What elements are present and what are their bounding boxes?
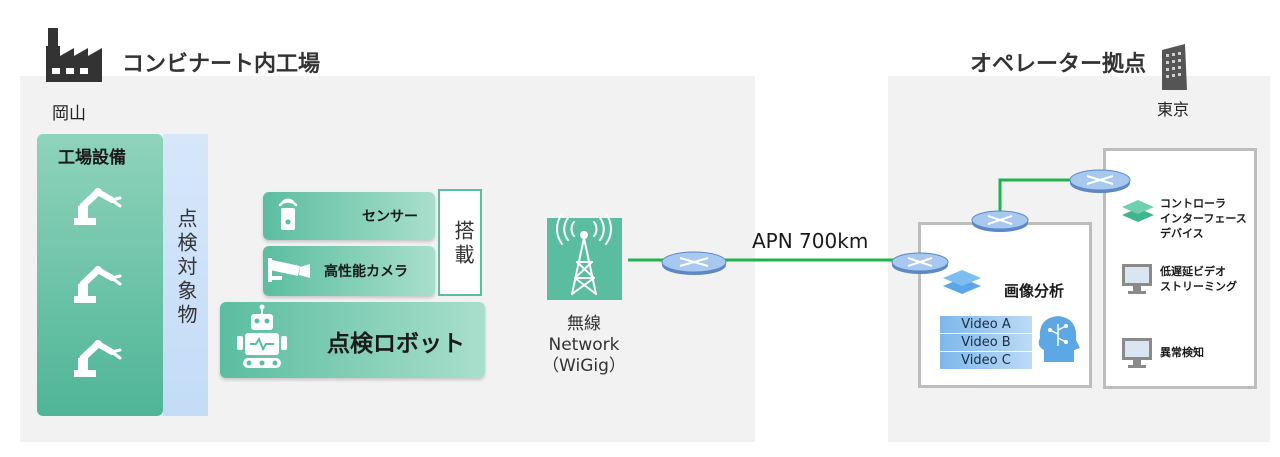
anomaly-label: 異常検知 — [1160, 346, 1204, 359]
inspection-target-label: 点検対象物 — [174, 208, 198, 328]
tower-label-line1: 無線 — [567, 314, 601, 334]
factory-location: 岡山 — [52, 104, 86, 124]
camera-label: 高性能カメラ — [324, 264, 408, 280]
video-c-bar: Video C — [940, 352, 1032, 369]
controller-label-line2: インターフェース — [1160, 212, 1247, 225]
controller-label-line1: コントローラ — [1160, 197, 1226, 210]
operator-title: オペレーター拠点 — [970, 52, 1147, 77]
tower-label-line2: Network — [548, 335, 620, 355]
streaming-label-line2: ストリーミング — [1160, 280, 1237, 293]
analysis-title: 画像分析 — [1004, 282, 1065, 300]
inspection-target-column — [163, 134, 208, 416]
tower-label-line3: （WiGig） — [542, 356, 626, 376]
equipment-column — [37, 134, 163, 416]
sensor-label: センサー — [362, 209, 418, 225]
robot-label: 点検ロボット — [327, 331, 465, 357]
controller-label-line3: デバイス — [1160, 227, 1204, 240]
controller-label: コントローラ インターフェース デバイス — [1160, 196, 1247, 241]
tower-label: 無線 Network （WiGig） — [520, 314, 648, 377]
mount-label: 搭載 — [451, 220, 475, 268]
streaming-label-line1: 低遅延ビデオ — [1160, 265, 1226, 278]
video-b-bar: Video B — [940, 334, 1032, 351]
equipment-title: 工場設備 — [58, 148, 126, 168]
streaming-label: 低遅延ビデオ ストリーミング — [1160, 264, 1237, 294]
video-a-bar: Video A — [940, 316, 1032, 333]
apn-link-label: APN 700km — [752, 229, 869, 253]
operator-location: 東京 — [1157, 100, 1190, 119]
mount-box — [438, 189, 482, 296]
factory-title: コンビナート内工場 — [122, 52, 321, 77]
